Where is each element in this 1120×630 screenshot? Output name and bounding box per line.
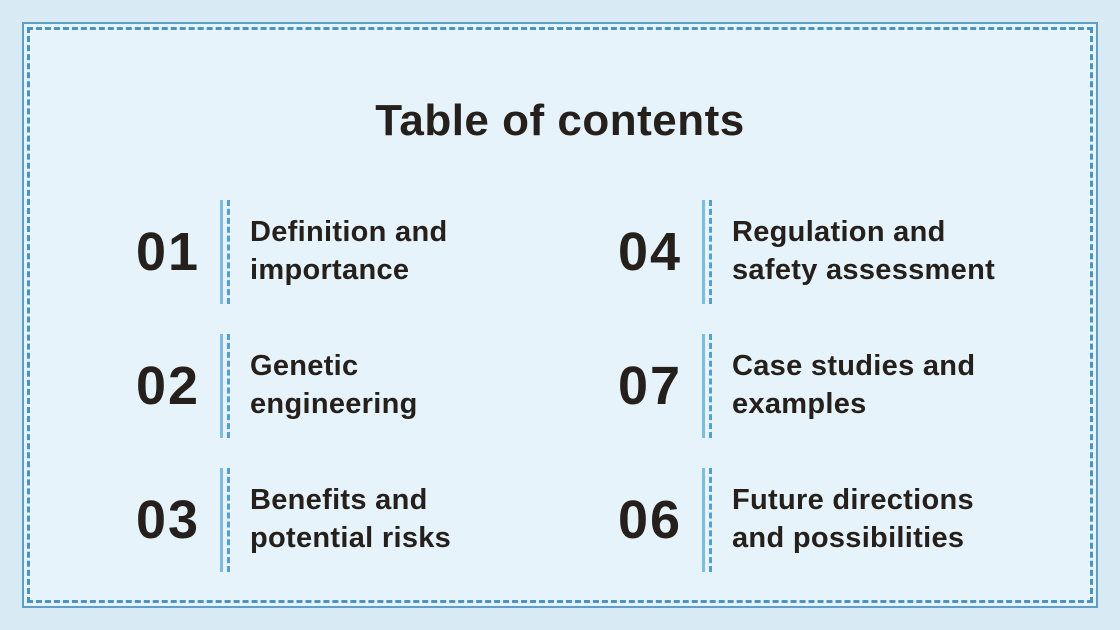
divider-line: [220, 200, 230, 304]
toc-item-label: Benefits and potential risks: [250, 484, 452, 554]
toc-column-left: 01 Definition and importance 02 Genetic …: [136, 200, 562, 572]
toc-item-number: 01: [136, 222, 201, 282]
toc-item-label: Genetic engineering: [250, 350, 418, 420]
divider-solid-line: [220, 334, 223, 438]
toc-item-label: Regulation and safety assessment: [732, 216, 996, 286]
divider-dashed-line: [227, 334, 230, 438]
divider-line: [702, 334, 712, 438]
toc-item-number: 06: [618, 490, 683, 550]
toc-item-03[interactable]: 03 Benefits and potential risks: [136, 468, 562, 572]
toc-item-01[interactable]: 01 Definition and importance: [136, 200, 562, 304]
divider-solid-line: [702, 468, 705, 572]
table-of-contents: 01 Definition and importance 02 Genetic …: [136, 200, 1044, 572]
divider-dashed-line: [709, 200, 712, 304]
divider-dashed-line: [227, 200, 230, 304]
divider-dashed-line: [227, 468, 230, 572]
toc-item-label: Future directions and possibilities: [732, 484, 974, 554]
divider-solid-line: [702, 200, 705, 304]
page-title: Table of contents: [375, 96, 745, 145]
toc-item-label: Definition and importance: [250, 216, 448, 286]
toc-item-06[interactable]: 06 Future directions and possibilities: [618, 468, 1044, 572]
toc-item-number: 02: [136, 356, 201, 416]
toc-column-right: 04 Regulation and safety assessment 07 C…: [618, 200, 1044, 572]
divider-line: [220, 334, 230, 438]
toc-item-04[interactable]: 04 Regulation and safety assessment: [618, 200, 1044, 304]
slide-panel: Table of contents 01 Definition and impo…: [22, 22, 1098, 608]
toc-item-number: 03: [136, 490, 201, 550]
toc-item-number: 04: [618, 222, 683, 282]
divider-line: [702, 200, 712, 304]
toc-item-07[interactable]: 07 Case studies and examples: [618, 334, 1044, 438]
divider-line: [220, 468, 230, 572]
toc-item-02[interactable]: 02 Genetic engineering: [136, 334, 562, 438]
toc-item-label: Case studies and examples: [732, 350, 976, 420]
divider-solid-line: [702, 334, 705, 438]
divider-line: [702, 468, 712, 572]
divider-solid-line: [220, 468, 223, 572]
divider-dashed-line: [709, 468, 712, 572]
divider-solid-line: [220, 200, 223, 304]
divider-dashed-line: [709, 334, 712, 438]
toc-item-number: 07: [618, 356, 683, 416]
